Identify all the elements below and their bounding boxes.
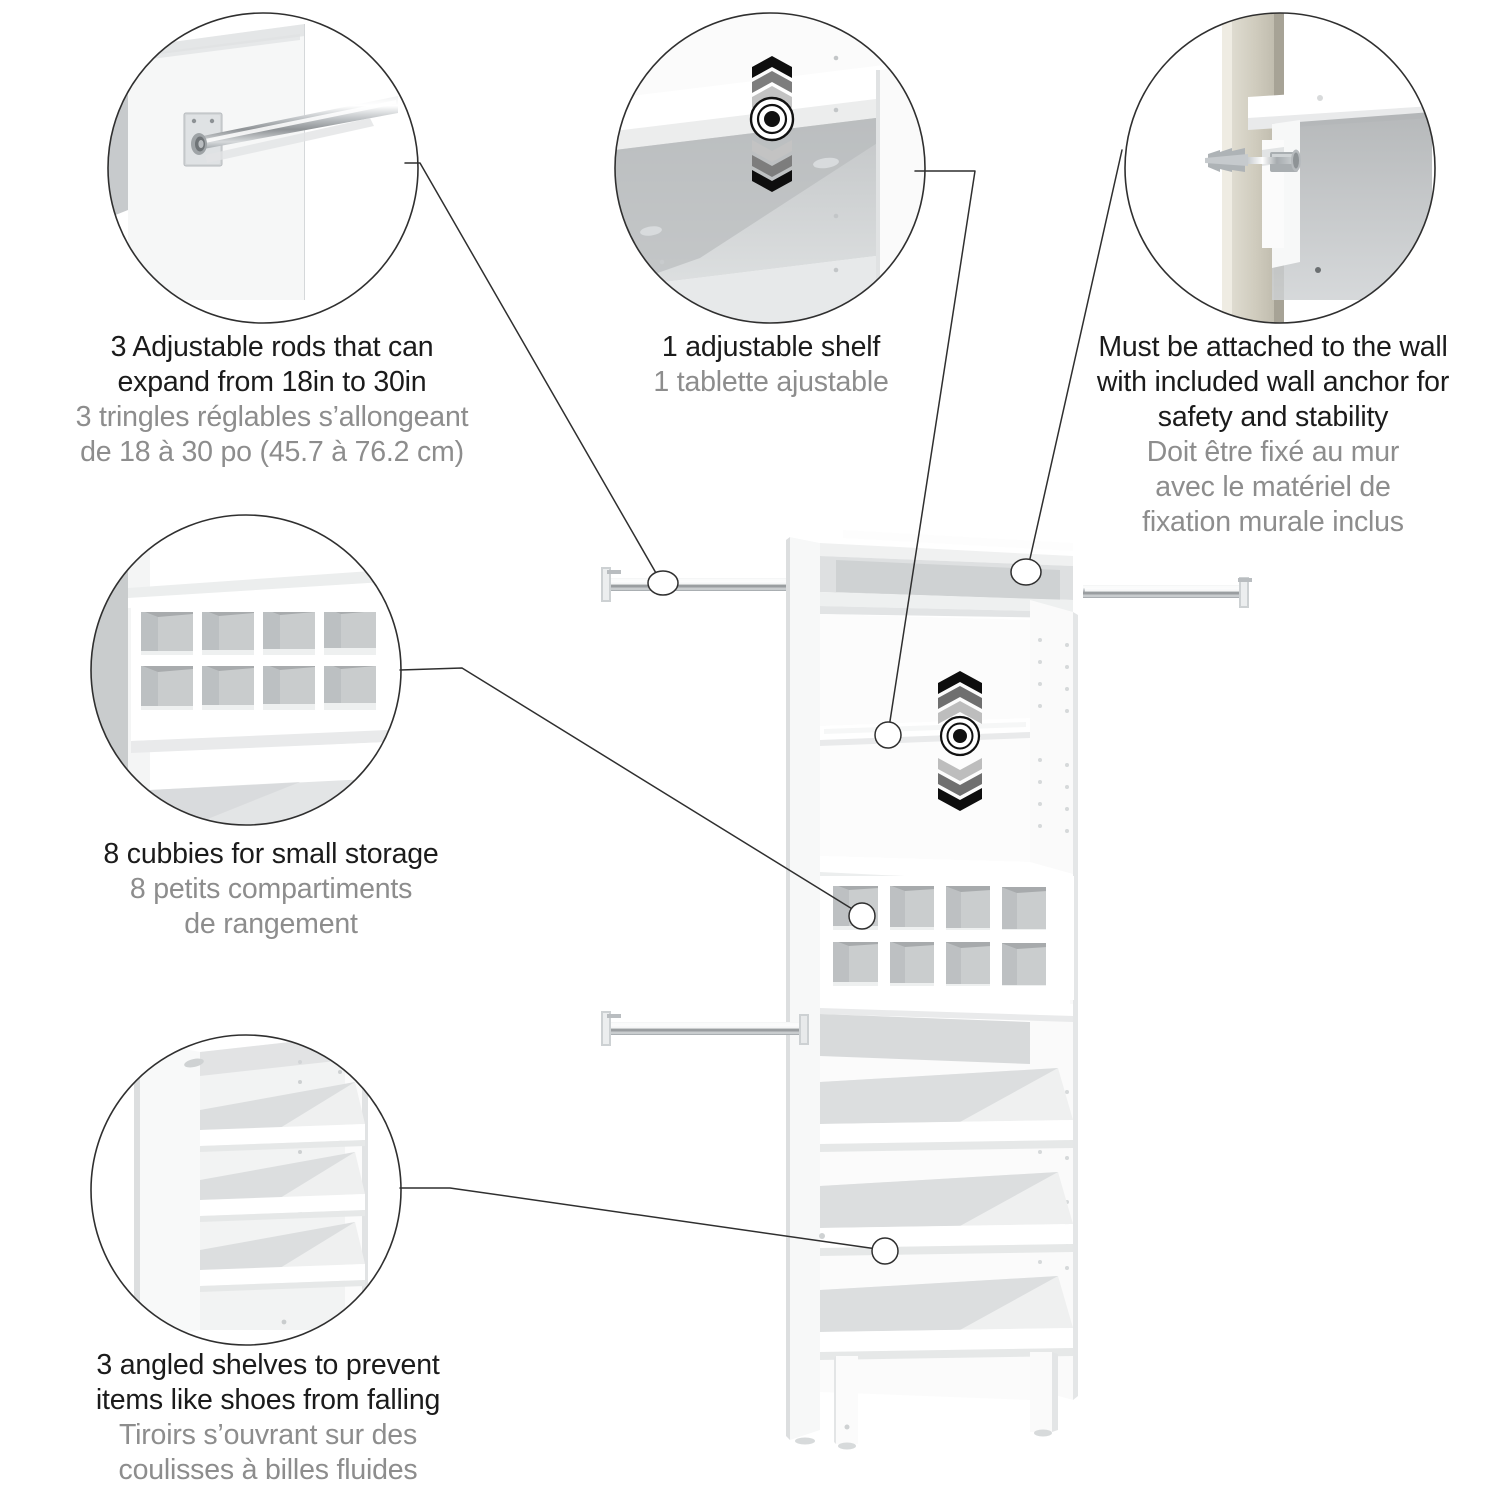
closet-rod-bracket-photo: [107, 12, 419, 324]
chevron-up-icon: [938, 671, 982, 724]
tower-legs: [786, 1352, 1058, 1450]
cubbies-photo: [90, 514, 402, 826]
caption-cubbies-en: 8 cubbies for small storage: [103, 838, 439, 870]
cubbies-block: [820, 876, 1074, 1006]
closet-organizer-tower: [601, 530, 1252, 1450]
leader-line-rods: [404, 162, 661, 581]
leader-line-cubbies: [399, 667, 863, 916]
callout-circle-rods: [107, 12, 419, 324]
callout-circle-wall: [1124, 12, 1436, 324]
leader-line-wall: [1026, 149, 1123, 573]
closet-rod-lower-left: [601, 1011, 809, 1046]
caption-angled-fr: Tiroirs s’ouvrant sur des coulisses à bi…: [118, 1419, 418, 1486]
caption-shelf-en: 1 adjustable shelf: [661, 331, 881, 363]
callout-circle-angled: [90, 1034, 402, 1346]
chevron-down-icon: [938, 758, 982, 811]
target-dot-icon: [749, 96, 795, 142]
caption-rods-en: 3 Adjustable rods that can expand from 1…: [110, 331, 434, 398]
caption-cubbies-fr: 8 petits compartiments de rangement: [129, 873, 413, 940]
caption-wall-anchor: Must be attached to the wall with includ…: [1058, 330, 1488, 540]
adjust-up-down-marker-icon: [938, 671, 982, 811]
callout-dot-shelf: [874, 721, 902, 749]
caption-angled-en: 3 angled shelves to prevent items like s…: [95, 1349, 441, 1416]
angled-shelf: [200, 1082, 365, 1152]
caption-angled-shelves: 3 angled shelves to prevent items like s…: [28, 1348, 508, 1488]
caption-adjustable-rods: 3 Adjustable rods that can expand from 1…: [22, 330, 522, 470]
chevron-down-icon: [752, 140, 792, 192]
callout-dot-angled: [871, 1237, 899, 1265]
angled-shelf-3: [820, 1276, 1073, 1360]
callout-dot-wall: [1010, 558, 1042, 586]
callout-circle-shelf: [614, 12, 926, 324]
caption-wall-fr: Doit être fixé au mur avec le matériel d…: [1142, 436, 1404, 538]
angled-shelf: [200, 1152, 365, 1222]
caption-wall-en: Must be attached to the wall with includ…: [1096, 331, 1450, 433]
closet-rod-upper-right: [1083, 577, 1252, 608]
leader-line-angled: [399, 1187, 885, 1251]
callout-dot-cubbies: [848, 902, 876, 930]
caption-cubbies: 8 cubbies for small storage 8 petits com…: [36, 837, 506, 942]
caption-shelf-fr: 1 tablette ajustable: [653, 366, 889, 398]
caption-adjustable-shelf: 1 adjustable shelf 1 tablette ajustable: [586, 330, 956, 400]
angled-shelf-1: [820, 1068, 1073, 1152]
callout-dot-rods: [647, 570, 679, 596]
caption-rods-fr: 3 tringles réglables s’allongeant de 18 …: [75, 401, 469, 468]
leader-line-shelf: [887, 170, 976, 735]
angled-shelf: [200, 1222, 365, 1292]
target-dot-icon: [939, 715, 981, 757]
angled-shelves-photo: [90, 1034, 402, 1346]
wall-anchor-screw-photo: [1124, 12, 1436, 324]
tower-left-panel: [790, 537, 820, 1432]
